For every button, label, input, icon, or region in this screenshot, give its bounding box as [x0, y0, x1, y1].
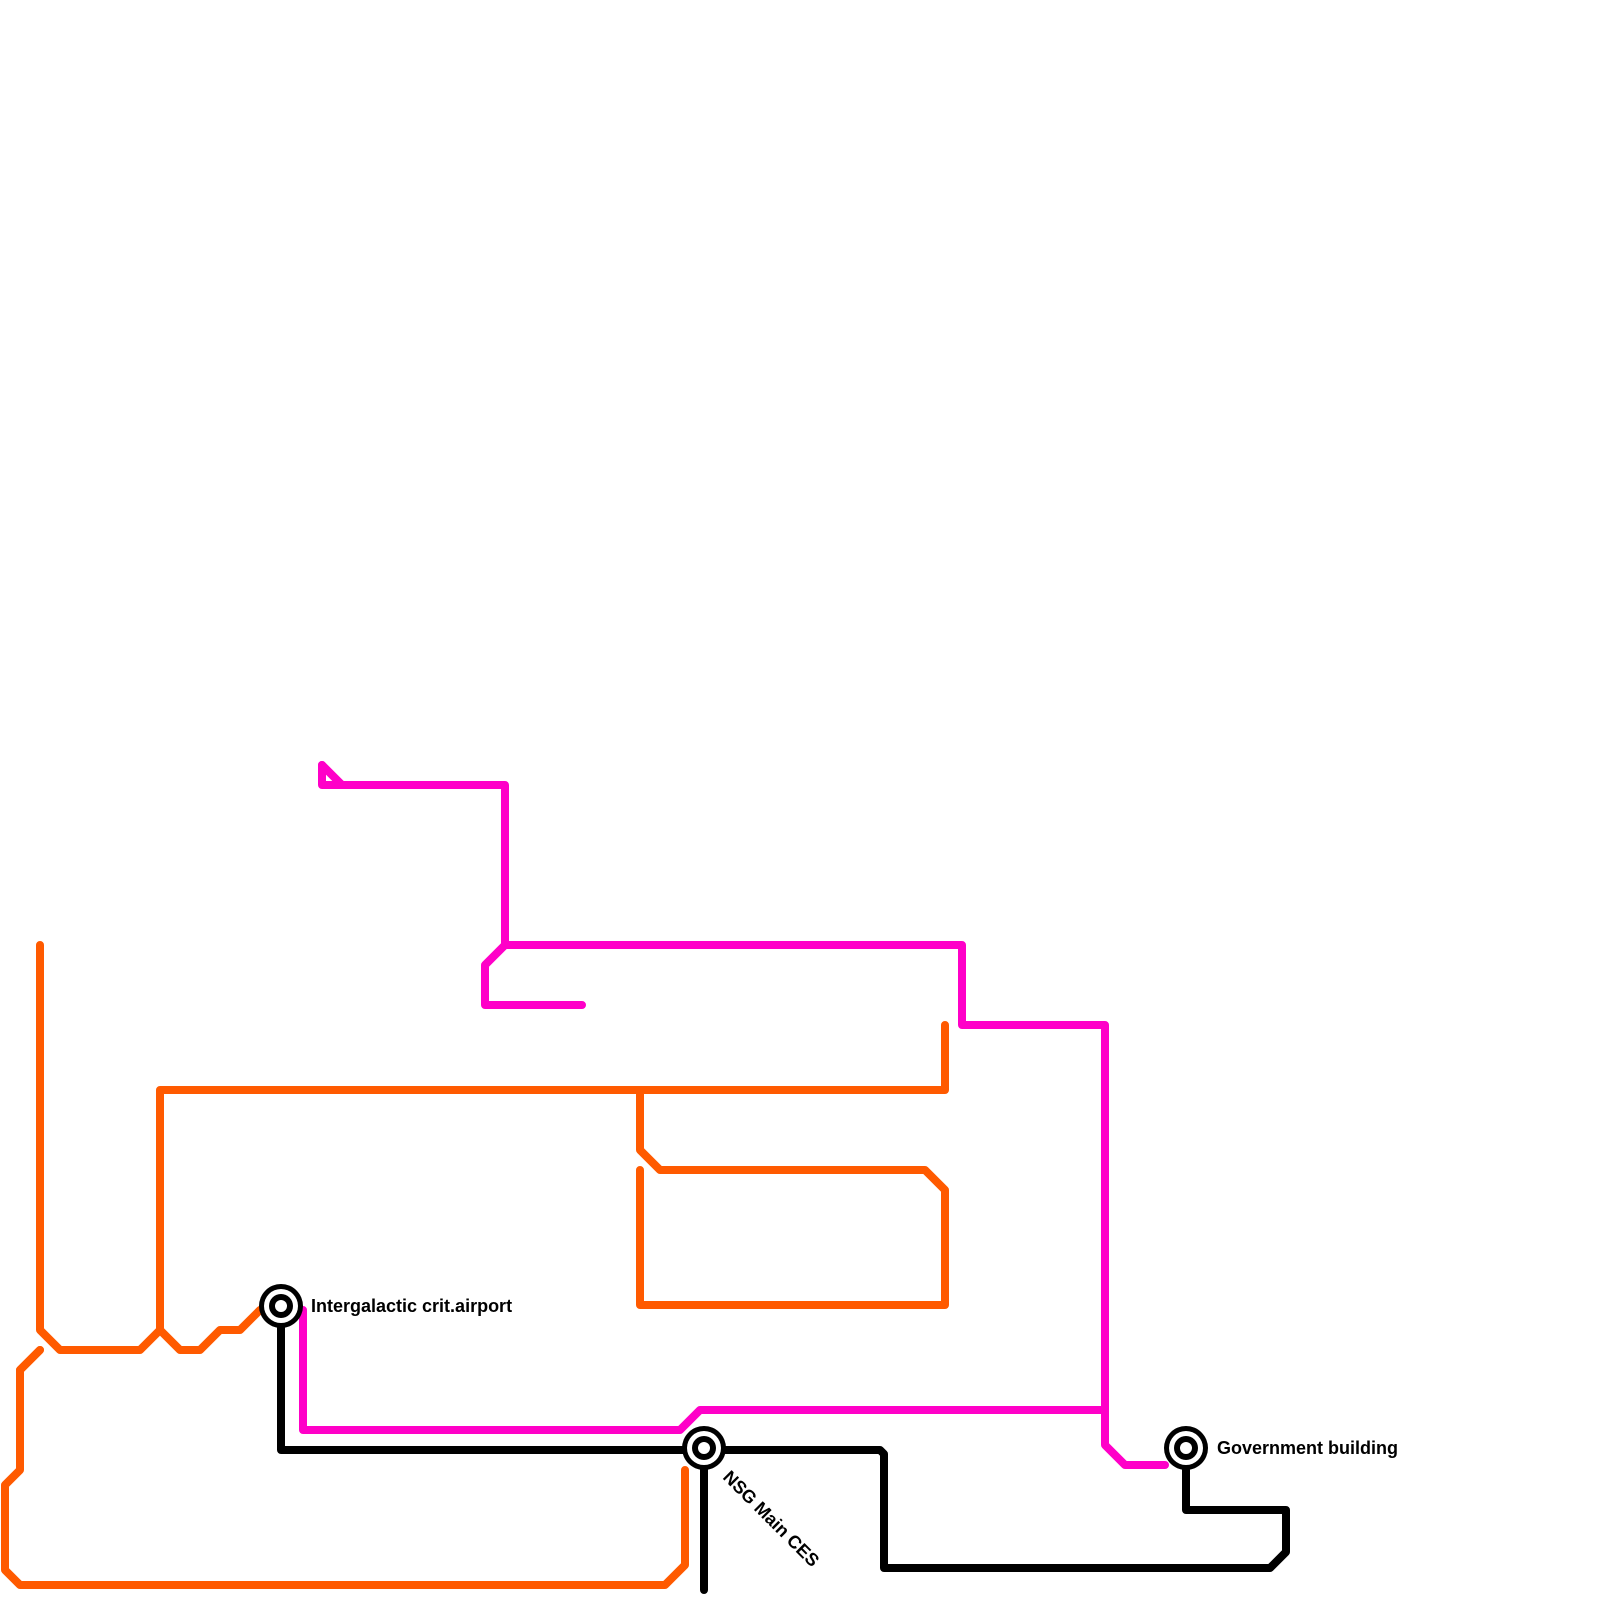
- orange-line-trunk: [1, 1346, 689, 1589]
- station-marker-dot: [698, 1442, 710, 1454]
- black-line-west: [277, 1306, 708, 1454]
- station-label-government: Government building: [1217, 1438, 1398, 1458]
- station-intergalactic-airport[interactable]: Intergalactic crit.airport: [259, 1284, 512, 1328]
- orange-line-spur-west: [16, 1346, 44, 1374]
- black-line: [277, 1306, 1290, 1594]
- orange-line-loop-east: [636, 1086, 949, 1309]
- station-label-airport: Intergalactic crit.airport: [311, 1296, 512, 1316]
- magenta-line-main: [318, 761, 1169, 1469]
- magenta-line-spur: [481, 941, 586, 1009]
- station-marker-dot: [275, 1300, 287, 1312]
- magenta-line: [299, 761, 1169, 1469]
- magenta-line-southwest: [299, 1306, 1109, 1434]
- orange-line: [1, 941, 949, 1589]
- black-line-east: [700, 1446, 1290, 1572]
- station-government-building[interactable]: Government building: [1164, 1426, 1398, 1470]
- orange-line-west-branch: [36, 941, 264, 1354]
- station-marker-dot: [1180, 1442, 1192, 1454]
- magenta-line-terminus: [318, 761, 346, 789]
- station-label-nsg: NSG Main CES: [719, 1467, 823, 1571]
